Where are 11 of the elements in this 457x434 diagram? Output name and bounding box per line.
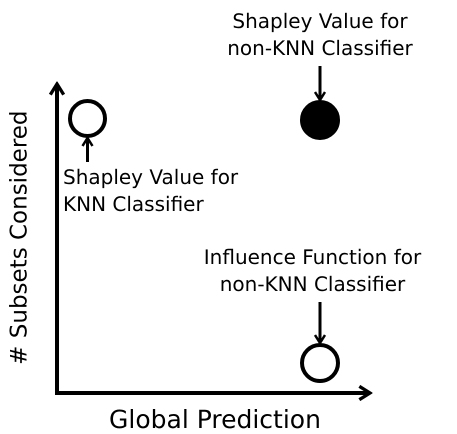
arrow: [314, 66, 326, 102]
data-point: [300, 343, 340, 383]
annotation-text: Influence Function for non-KNN Classifier: [180, 244, 445, 298]
data-point: [300, 100, 340, 140]
axis-title: Global Prediction: [109, 406, 321, 434]
data-point: [68, 99, 107, 138]
arrow: [314, 302, 326, 344]
annotation-text: Shapley Value for KNN Classifier: [63, 164, 273, 218]
axis-title: # Subsets Considered: [7, 110, 33, 366]
annotation-text: Shapley Value for non-KNN Classifier: [215, 8, 425, 62]
arrow: [81, 136, 94, 162]
